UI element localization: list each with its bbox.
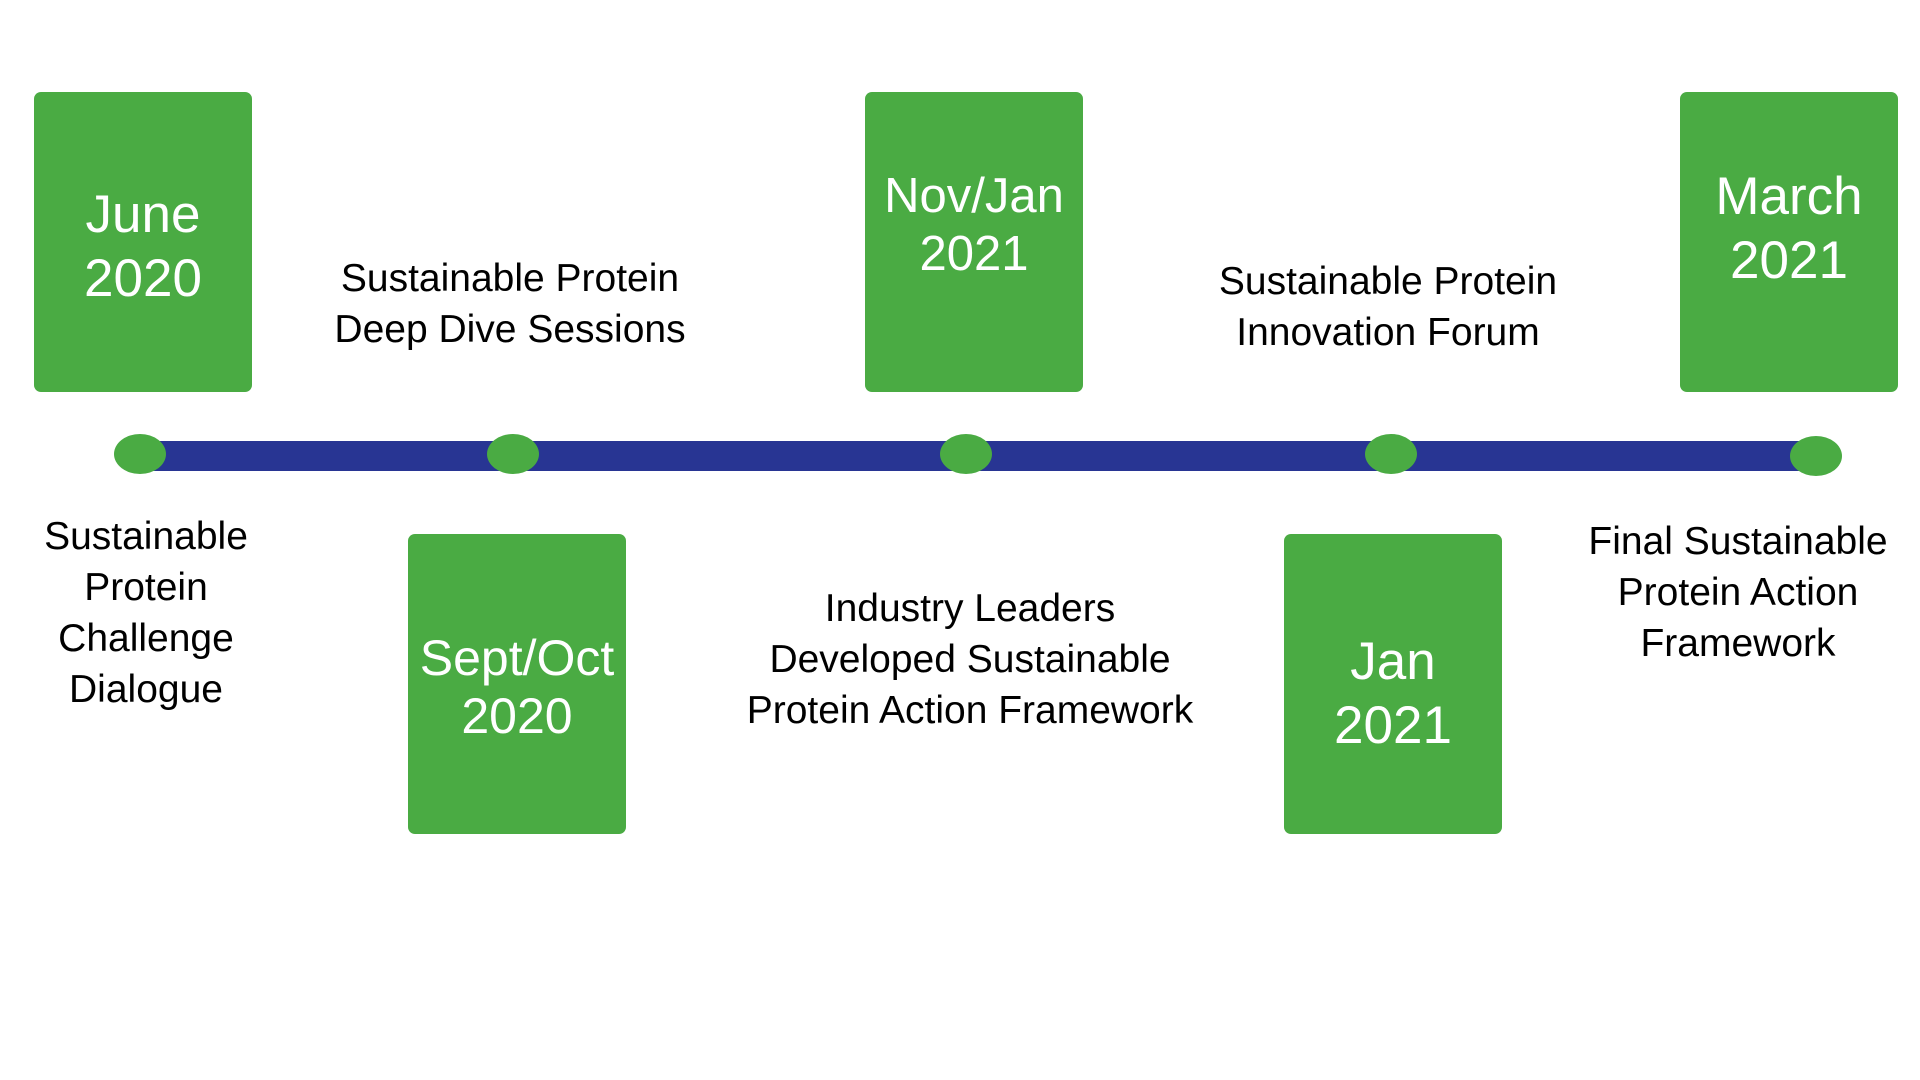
label-line: Protein Action — [1617, 571, 1859, 614]
date-box-sept-oct-2020: Sept/Oct 2020 — [408, 534, 626, 834]
label-line: Framework — [1640, 622, 1836, 665]
label-line: Sustainable Protein — [340, 257, 680, 300]
label-line: Dialogue — [69, 668, 223, 711]
date-line: 2021 — [1334, 696, 1452, 755]
timeline-dot-5 — [1790, 436, 1842, 476]
milestone-label-3: Industry Leaders Developed Sustainable P… — [700, 583, 1240, 736]
timeline-dot-3 — [940, 434, 992, 474]
milestone-label-4: Sustainable Protein Innovation Forum — [1168, 256, 1608, 358]
label-line: Deep Dive Sessions — [334, 308, 686, 351]
date-line: June — [85, 185, 201, 244]
date-box-june-2020: June 2020 — [34, 92, 252, 392]
label-line: Sustainable Protein — [1218, 260, 1558, 303]
milestone-label-1: Sustainable Protein Challenge Dialogue — [10, 511, 282, 715]
label-line: Challenge — [58, 617, 234, 660]
date-line: Jan — [1350, 632, 1436, 691]
date-line: 2020 — [84, 249, 202, 308]
timeline-dot-4 — [1365, 434, 1417, 474]
label-line: Final Sustainable — [1588, 520, 1888, 563]
date-line: March — [1715, 167, 1863, 226]
date-box-jan-2021: Jan 2021 — [1284, 534, 1502, 834]
label-line: Industry Leaders — [824, 587, 1116, 630]
label-line: Sustainable — [44, 515, 248, 558]
milestone-label-5: Final Sustainable Protein Action Framewo… — [1568, 516, 1908, 669]
label-line: Protein Action Framework — [746, 689, 1194, 732]
date-line: 2021 — [919, 227, 1029, 281]
date-box-nov-jan-2021: Nov/Jan 2021 — [865, 92, 1083, 392]
timeline-dot-1 — [114, 434, 166, 474]
date-line: Sept/Oct — [419, 630, 615, 686]
date-line: 2020 — [461, 688, 573, 744]
label-line: Protein — [84, 566, 208, 609]
date-line: Nov/Jan — [884, 169, 1064, 223]
date-box-march-2021: March 2021 — [1680, 92, 1898, 392]
label-line: Innovation Forum — [1236, 311, 1540, 354]
label-line: Developed Sustainable — [769, 638, 1171, 681]
milestone-label-2: Sustainable Protein Deep Dive Sessions — [295, 253, 725, 355]
date-line: 2021 — [1730, 231, 1848, 290]
timeline-dot-2 — [487, 434, 539, 474]
